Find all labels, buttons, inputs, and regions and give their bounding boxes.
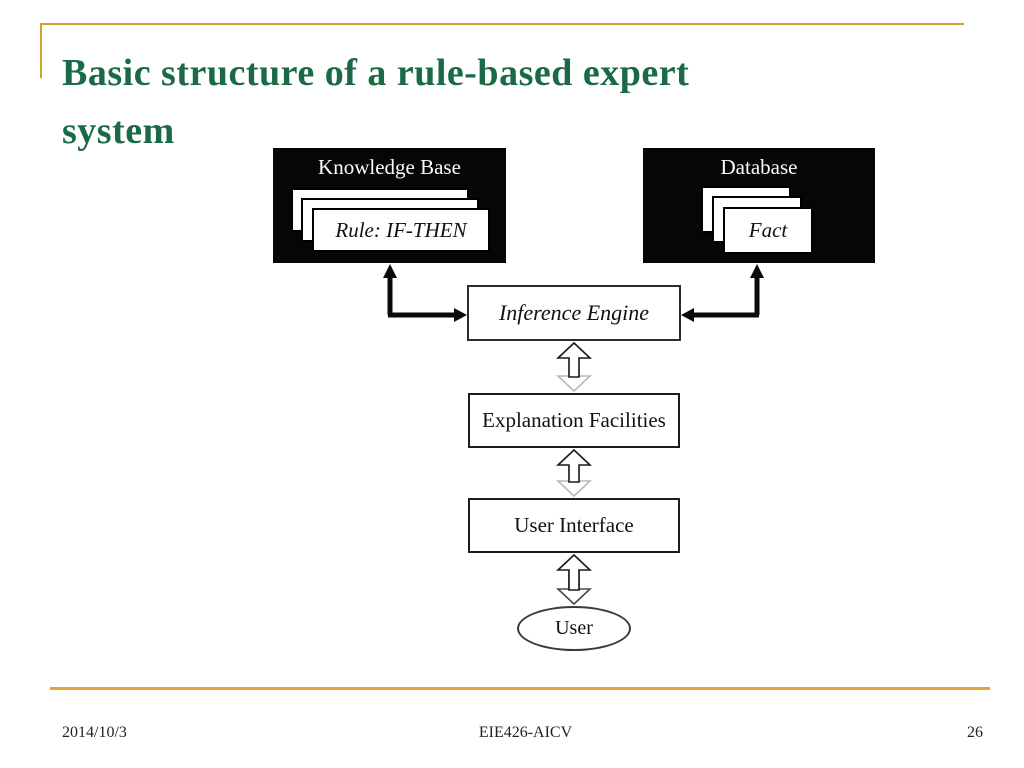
rule-card-front: Rule: IF-THEN [312,208,490,252]
database-box: Database Fact [643,148,875,263]
inference-engine-label: Inference Engine [498,300,650,325]
database-label: Database [720,155,798,179]
userinterface-user-arrow [555,553,593,606]
explanation-userinterface-arrow [555,448,593,498]
user-label: User [555,617,593,639]
top-gold-rule [41,23,964,25]
slide-title-line-2: system [62,110,175,152]
user-ellipse: User [517,606,631,651]
rule-card-label: Rule: IF-THEN [335,217,467,242]
bottom-orange-rule [50,687,990,690]
kb-inference-arrow [383,264,467,322]
footer-date: 2014/10/3 [62,724,127,741]
fact-card-label: Fact [748,218,788,242]
knowledge-base-label: Knowledge Base [318,155,461,179]
footer-course-code: EIE426-AICV [478,724,573,741]
slide-title: Basic structure of a rule-based expert s… [62,44,982,160]
knowledge-base-box: Knowledge Base Rule: IF-THEN [273,148,506,263]
left-gold-rule [40,23,42,78]
explanation-facilities-box: Explanation Facilities [468,393,680,448]
user-interface-box: User Interface [468,498,680,553]
db-inference-arrow [681,264,764,322]
user-interface-label: User Interface [514,513,634,537]
footer-page-number: 26 [967,724,983,741]
fact-card-front: Fact [723,207,813,254]
slide-title-line-1: Basic structure of a rule-based expert [62,52,690,94]
inference-engine-box: Inference Engine [467,285,681,341]
inference-explanation-arrow [555,341,593,393]
explanation-facilities-label: Explanation Facilities [482,408,666,432]
